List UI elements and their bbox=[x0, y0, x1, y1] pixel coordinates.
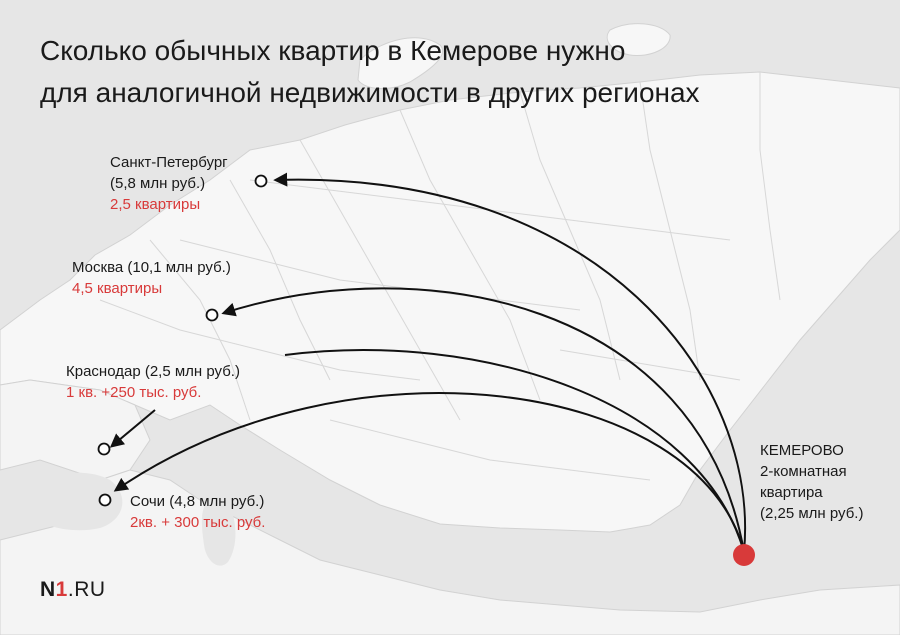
marker-kemerovo bbox=[733, 544, 755, 566]
label-moscow-ratio: 4,5 квартиры bbox=[72, 280, 163, 297]
island-severnaya-zemlya bbox=[606, 23, 671, 57]
marker-spb bbox=[254, 174, 268, 188]
city-markers bbox=[97, 174, 268, 507]
marker-moscow bbox=[205, 308, 219, 322]
title-line-1: Сколько обычных квартир в Кемерове нужно bbox=[40, 35, 626, 66]
sea-black bbox=[25, 472, 123, 531]
region-borders bbox=[99, 72, 781, 481]
arrow-to-sochi bbox=[113, 392, 745, 553]
marker-krasnodar bbox=[97, 442, 111, 456]
logo-n: N bbox=[40, 578, 56, 601]
logo-one: 1 bbox=[55, 578, 68, 601]
arrow-to-krasnodar bbox=[109, 409, 156, 448]
label-spb-name: Санкт-Петербург bbox=[110, 154, 228, 171]
label-kemerovo-type-1: 2-комнатная bbox=[760, 463, 847, 480]
label-krasnodar: Краснодар (2,5 млн руб.) 1 кв. +250 тыс.… bbox=[66, 361, 240, 403]
n1-logo: N1.RU bbox=[40, 578, 106, 602]
label-sochi: Сочи (4,8 млн руб.) 2кв. + 300 тыс. руб. bbox=[130, 491, 265, 533]
arrow-to-moscow bbox=[221, 287, 745, 553]
island-novaya-zemlya bbox=[357, 37, 443, 89]
landmass-europe bbox=[0, 379, 151, 481]
label-krasnodar-name: Краснодар (2,5 млн руб.) bbox=[66, 363, 240, 380]
label-kemerovo-price: (2,25 млн руб.) bbox=[760, 505, 864, 522]
label-moscow: Москва (10,1 млн руб.) 4,5 квартиры bbox=[72, 257, 231, 299]
label-kemerovo: КЕМЕРОВО 2-комнатная квартира (2,25 млн … bbox=[760, 440, 863, 524]
label-spb-ratio: 2,5 квартиры bbox=[110, 196, 201, 213]
label-spb: Санкт-Петербург (5,8 млн руб.) 2,5 кварт… bbox=[110, 152, 228, 215]
arrow-to-spb bbox=[273, 172, 747, 553]
sea-caspian bbox=[201, 499, 236, 566]
page-title: Сколько обычных квартир в Кемерове нужно… bbox=[40, 30, 880, 114]
label-moscow-name: Москва (10,1 млн руб.) bbox=[72, 259, 231, 276]
label-kemerovo-type-2: квартира bbox=[760, 484, 823, 501]
label-spb-price: (5,8 млн руб.) bbox=[110, 175, 206, 192]
marker-sochi bbox=[98, 493, 112, 507]
arrow-to-krasnodar-part bbox=[284, 349, 745, 553]
label-sochi-name: Сочи (4,8 млн руб.) bbox=[130, 493, 265, 510]
label-kemerovo-name: КЕМЕРОВО bbox=[760, 442, 844, 459]
route-arrows bbox=[109, 172, 747, 553]
title-line-2: для аналогичной недвижимости в других ре… bbox=[40, 77, 700, 108]
logo-suffix: .RU bbox=[67, 578, 106, 601]
label-krasnodar-ratio: 1 кв. +250 тыс. руб. bbox=[66, 384, 202, 401]
landmass-russia bbox=[0, 71, 900, 533]
label-sochi-ratio: 2кв. + 300 тыс. руб. bbox=[130, 514, 266, 531]
